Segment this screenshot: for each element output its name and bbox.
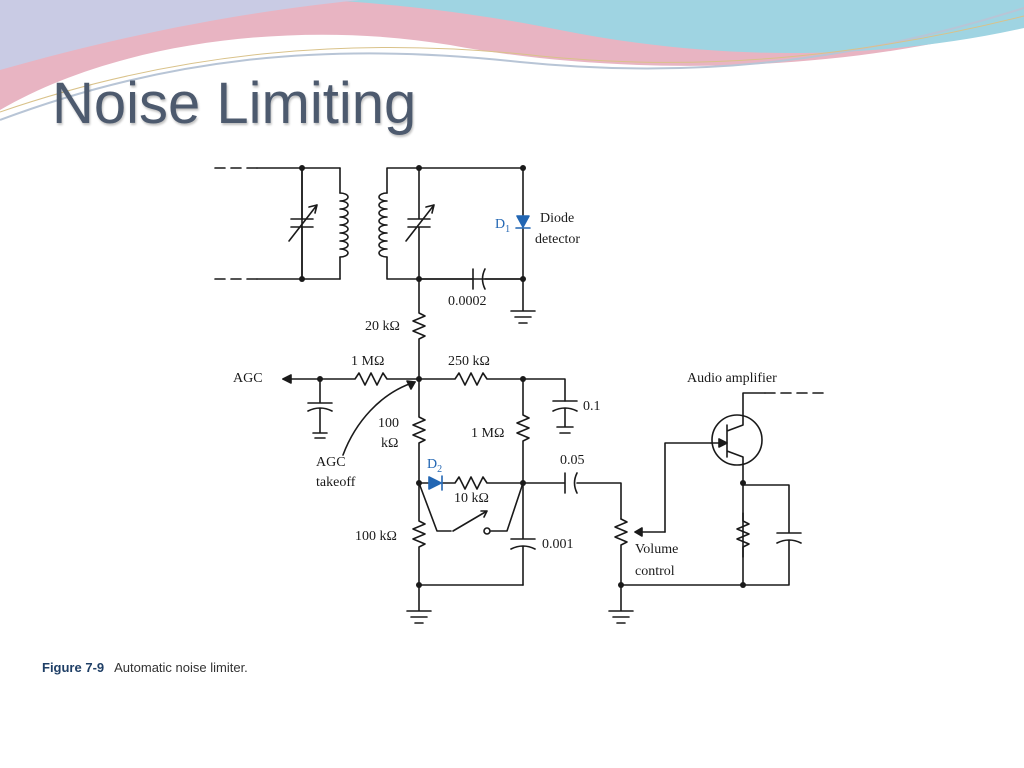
header-wave-lavender bbox=[0, 0, 360, 70]
figure-number: Figure 7-9 bbox=[42, 660, 105, 675]
jfet-transistor bbox=[710, 392, 826, 586]
slide-title: Noise Limiting bbox=[52, 71, 417, 136]
label-r-250k: 250 kΩ bbox=[448, 354, 490, 369]
label-r-100k-top-1: 100 bbox=[378, 416, 399, 431]
resistor-20k bbox=[412, 278, 426, 380]
label-r-10k: 10 kΩ bbox=[454, 491, 489, 506]
label-diode-detector-1: Diode bbox=[540, 211, 575, 226]
ground-d1 bbox=[510, 278, 536, 324]
capacitor-0-0002 bbox=[418, 268, 524, 290]
figure-caption: Figure 7-9 Automatic noise limiter. bbox=[42, 660, 248, 675]
label-agc-takeoff-1: AGC bbox=[316, 455, 346, 470]
header-wave-blue bbox=[330, 0, 1024, 54]
resistor-100k-upper bbox=[412, 378, 426, 484]
noise-switch bbox=[418, 482, 524, 535]
label-volume-2: control bbox=[635, 564, 675, 579]
label-volume-1: Volume bbox=[635, 542, 679, 557]
header-wave-line-2 bbox=[0, 15, 1024, 113]
label-cap-0-05: 0.05 bbox=[560, 453, 585, 468]
agc-takeoff-arrow bbox=[342, 381, 416, 456]
tuning-capacitor-primary bbox=[288, 167, 318, 280]
amplifier-source-network bbox=[736, 484, 802, 586]
label-r-100k-top-2: kΩ bbox=[381, 436, 399, 451]
label-cap-0-1: 0.1 bbox=[583, 399, 601, 414]
label-r-20k: 20 kΩ bbox=[365, 319, 400, 334]
junction-dots bbox=[299, 165, 746, 588]
label-d2: D2 bbox=[427, 457, 443, 475]
volume-control bbox=[608, 442, 712, 624]
circuit-schematic bbox=[214, 165, 826, 624]
label-cap-0-0002: 0.0002 bbox=[448, 294, 487, 309]
label-r-1m-a: 1 MΩ bbox=[351, 354, 385, 369]
label-agc: AGC bbox=[233, 371, 263, 386]
resistor-100k-lower bbox=[406, 482, 432, 624]
figure-caption-text: Automatic noise limiter. bbox=[114, 660, 248, 675]
agc-line bbox=[282, 372, 420, 439]
capacitor-0-05 bbox=[522, 472, 622, 520]
label-r-1m-b: 1 MΩ bbox=[471, 426, 505, 441]
label-agc-takeoff-2: takeoff bbox=[316, 475, 356, 490]
label-audio-amplifier: Audio amplifier bbox=[687, 371, 777, 386]
capacitor-0-001 bbox=[510, 482, 536, 586]
label-diode-detector-2: detector bbox=[535, 232, 581, 247]
circuit-figure: D1 Diode detector 0.0002 20 kΩ AGC 1 MΩ … bbox=[205, 153, 830, 640]
input-wires bbox=[256, 167, 341, 280]
label-r-100k-bottom: 100 kΩ bbox=[355, 529, 397, 544]
tuning-capacitor-secondary bbox=[405, 167, 435, 280]
diode-d1 bbox=[515, 167, 531, 280]
if-transformer bbox=[339, 167, 524, 280]
diode-d2 bbox=[418, 475, 524, 491]
resistor-1m-vertical bbox=[516, 378, 530, 484]
label-cap-0-001: 0.001 bbox=[542, 537, 574, 552]
label-d1: D1 bbox=[495, 217, 511, 235]
resistor-250k bbox=[418, 372, 578, 434]
